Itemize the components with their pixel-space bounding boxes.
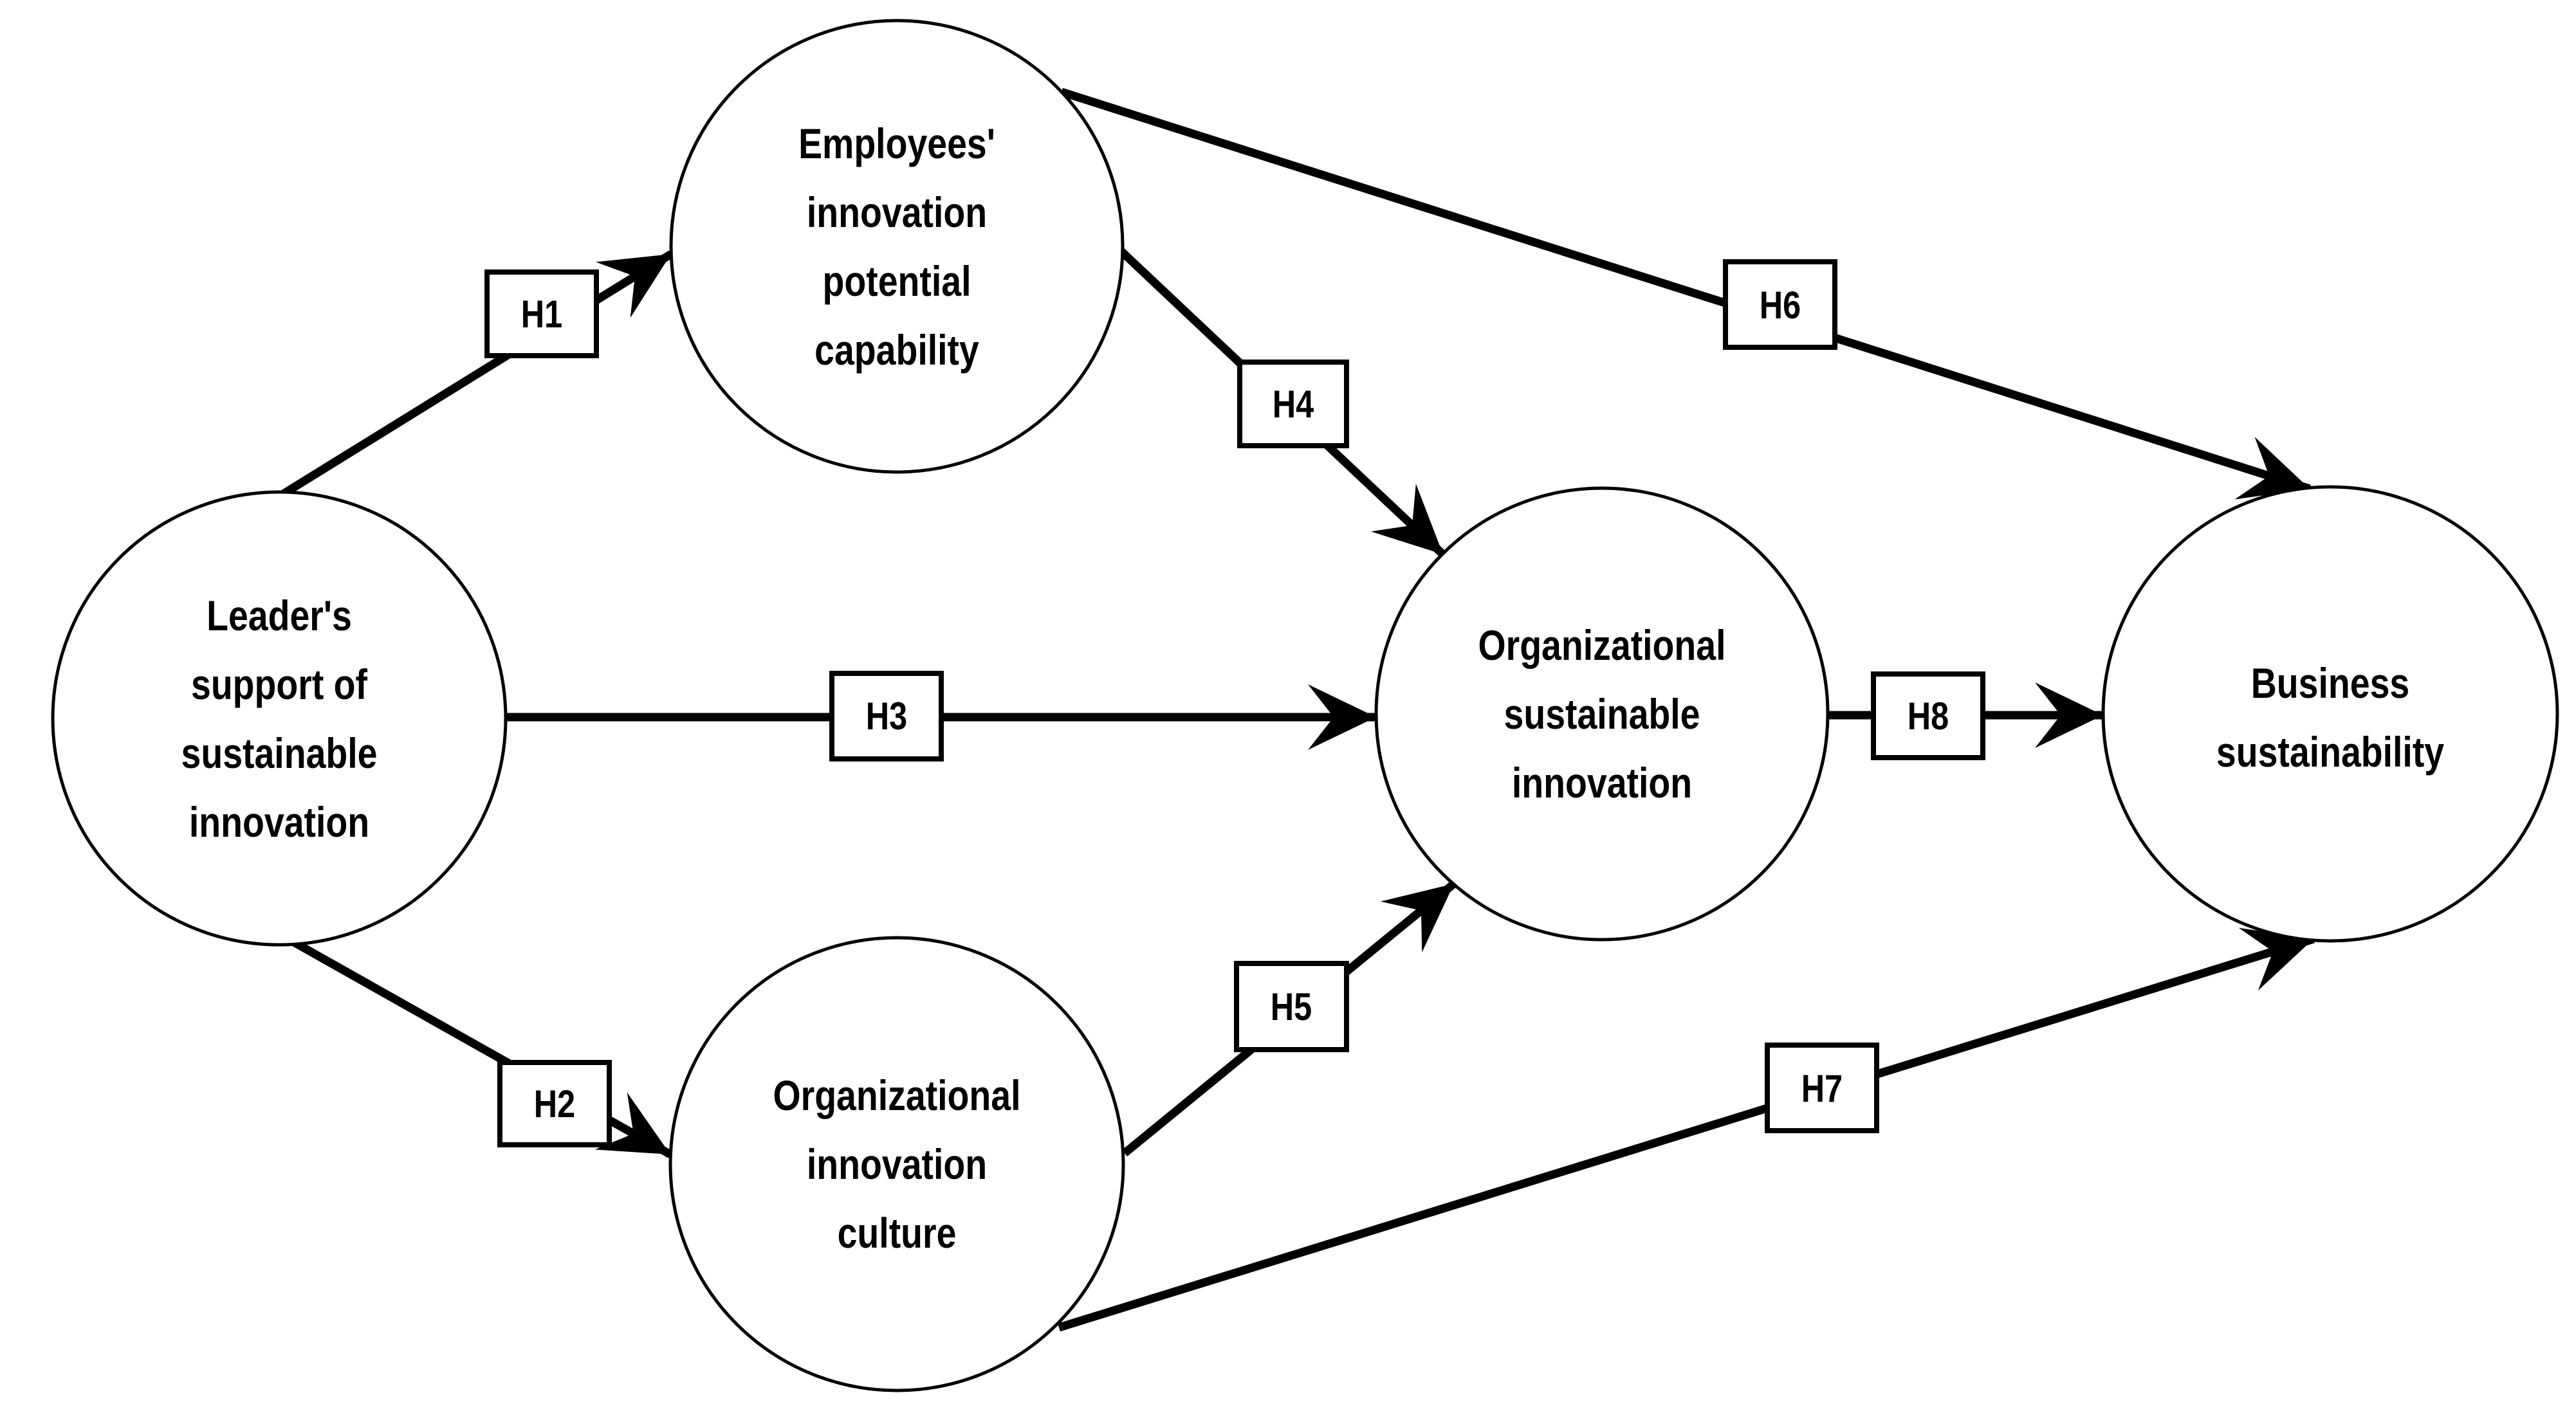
node-leaders-support-circle	[51, 490, 508, 947]
node-label-line: Organizational	[1478, 621, 1726, 669]
h5-label: H5	[1271, 985, 1312, 1028]
node-business-sustainability: Business sustainability	[2101, 485, 2559, 943]
node-label-line: innovation	[807, 188, 987, 236]
node-org-innovation-culture: Organizational innovation culture	[668, 936, 1125, 1392]
node-org-sustainable-innovation-circle	[1374, 486, 1830, 942]
h2-box	[497, 1060, 612, 1147]
node-label-line: support of	[191, 661, 368, 708]
h1-label: H1	[521, 293, 562, 336]
node-label-line: Organizational	[773, 1071, 1021, 1119]
hypothesis-label-h4: H4	[1237, 360, 1349, 448]
hypothesis-label-h8: H8	[1871, 671, 1985, 760]
node-label-line: culture	[838, 1209, 957, 1257]
h7-box	[1765, 1043, 1879, 1133]
node-label-line: potential	[823, 257, 971, 305]
node-label-line: Business	[2251, 659, 2409, 707]
node-label-line: innovation	[189, 798, 369, 846]
node-label-line: innovation	[1512, 759, 1692, 807]
h4-box	[1237, 360, 1349, 448]
hypothesis-label-h5: H5	[1234, 961, 1349, 1052]
hypothesis-label-h6: H6	[1723, 259, 1837, 350]
node-employees-capability-circle	[669, 19, 1125, 474]
h8-label: H8	[1908, 695, 1949, 738]
edge-h2-arrow	[286, 935, 673, 1158]
edge-h7-arrow	[1058, 927, 2315, 1332]
node-org-sustainable-innovation: Organizational sustainable innovation	[1374, 486, 1830, 942]
node-leaders-support: Leader's support of sustainable innovati…	[51, 490, 508, 947]
node-org-innovation-culture-circle	[668, 936, 1125, 1392]
edge-h1-arrow	[279, 250, 674, 499]
hypothesis-labels: H1 H2 H3 H4	[484, 259, 1985, 1147]
node-business-sustainability-circle	[2101, 485, 2559, 943]
node-label-line: sustainability	[2216, 728, 2444, 776]
h3-box	[829, 671, 944, 761]
node-employees-capability: Employees' innovation potential capabili…	[669, 19, 1125, 474]
hypothesis-label-h7: H7	[1765, 1043, 1879, 1133]
h3-label: H3	[866, 695, 907, 738]
h1-box	[484, 269, 599, 358]
h6-box	[1723, 259, 1837, 350]
h8-box	[1871, 671, 1985, 760]
nodes: Leader's support of sustainable innovati…	[51, 19, 2559, 1392]
node-label-line: Leader's	[207, 592, 352, 639]
h7-label: H7	[1801, 1067, 1843, 1110]
hypothesis-label-h1: H1	[484, 269, 599, 358]
node-label-line: Employees'	[798, 120, 995, 167]
node-label-line: sustainable	[181, 729, 378, 777]
node-label-line: sustainable	[1504, 690, 1700, 738]
h5-box	[1234, 961, 1349, 1052]
hypothesis-label-h3: H3	[829, 671, 944, 761]
h4-label: H4	[1273, 383, 1314, 426]
node-label-line: capability	[814, 326, 979, 374]
hypothesis-label-h2: H2	[497, 1060, 612, 1147]
node-label-line: innovation	[807, 1140, 987, 1188]
edge-h6-arrow	[1060, 87, 2311, 500]
h6-label: H6	[1760, 284, 1801, 327]
h2-label: H2	[534, 1082, 575, 1126]
